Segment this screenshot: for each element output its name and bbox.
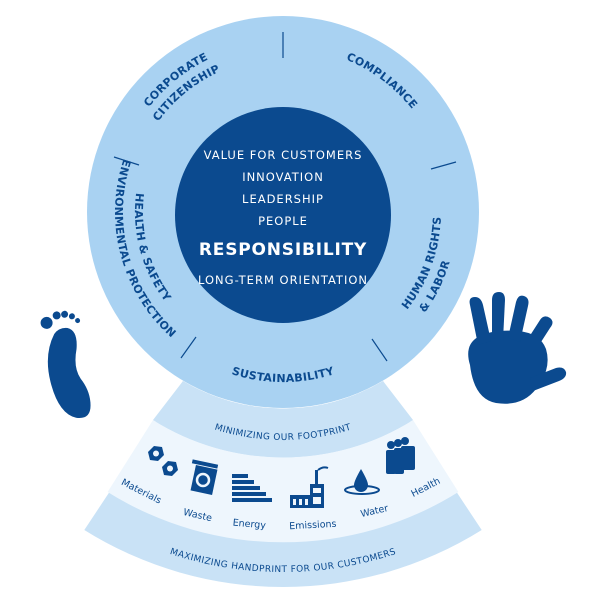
footprint-band xyxy=(153,381,413,458)
core-headline: RESPONSIBILITY xyxy=(199,240,367,260)
core-line-innovation: INNOVATION xyxy=(242,170,324,184)
water-drop-icon xyxy=(344,469,380,495)
handprint-icon xyxy=(468,292,567,404)
people-icon xyxy=(386,437,415,474)
impact-fan: MINIMIZING OUR FOOTPRINT MAXIMIZING HAND… xyxy=(84,381,482,587)
core-line-value: VALUE FOR CUSTOMERS xyxy=(204,148,363,162)
factory-icon xyxy=(290,466,329,508)
nuts-icon xyxy=(148,446,178,476)
icon-label-emissions: Emissions xyxy=(289,519,337,532)
energy-bars-icon xyxy=(232,474,272,502)
icon-label-energy: Energy xyxy=(232,518,266,532)
core-line-people: PEOPLE xyxy=(258,214,308,228)
core-line-long-term: LONG-TERM ORIENTATION xyxy=(198,273,368,287)
core-circle xyxy=(175,107,391,323)
footprint-icon xyxy=(40,310,91,418)
recycle-bin-icon xyxy=(190,459,219,496)
items-band xyxy=(107,420,459,543)
ring-dividers xyxy=(113,32,457,362)
core-line-leadership: LEADERSHIP xyxy=(242,192,324,206)
